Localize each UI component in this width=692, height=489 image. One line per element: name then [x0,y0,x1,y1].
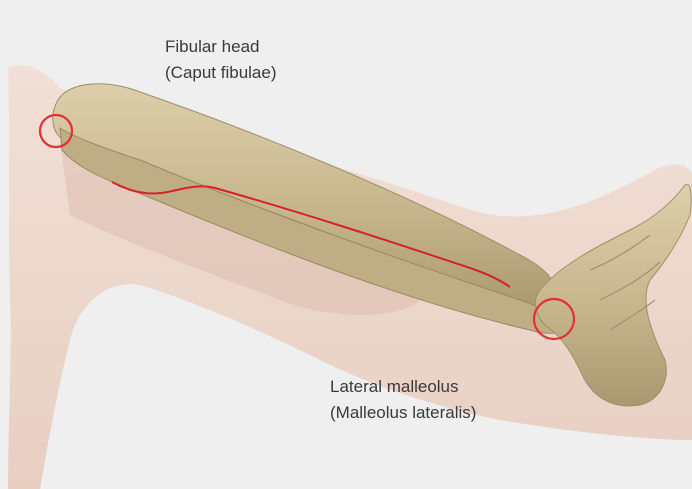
fibular-head-name: Fibular head [165,34,277,60]
lateral-malleolus-latin: (Malleolus lateralis) [330,400,476,426]
lateral-malleolus-name: Lateral malleolus [330,374,476,400]
lateral-malleolus-label: Lateral malleolus (Malleolus lateralis) [330,374,476,426]
fibular-head-latin: (Caput fibulae) [165,60,277,86]
fibular-head-label: Fibular head (Caput fibulae) [165,34,277,86]
